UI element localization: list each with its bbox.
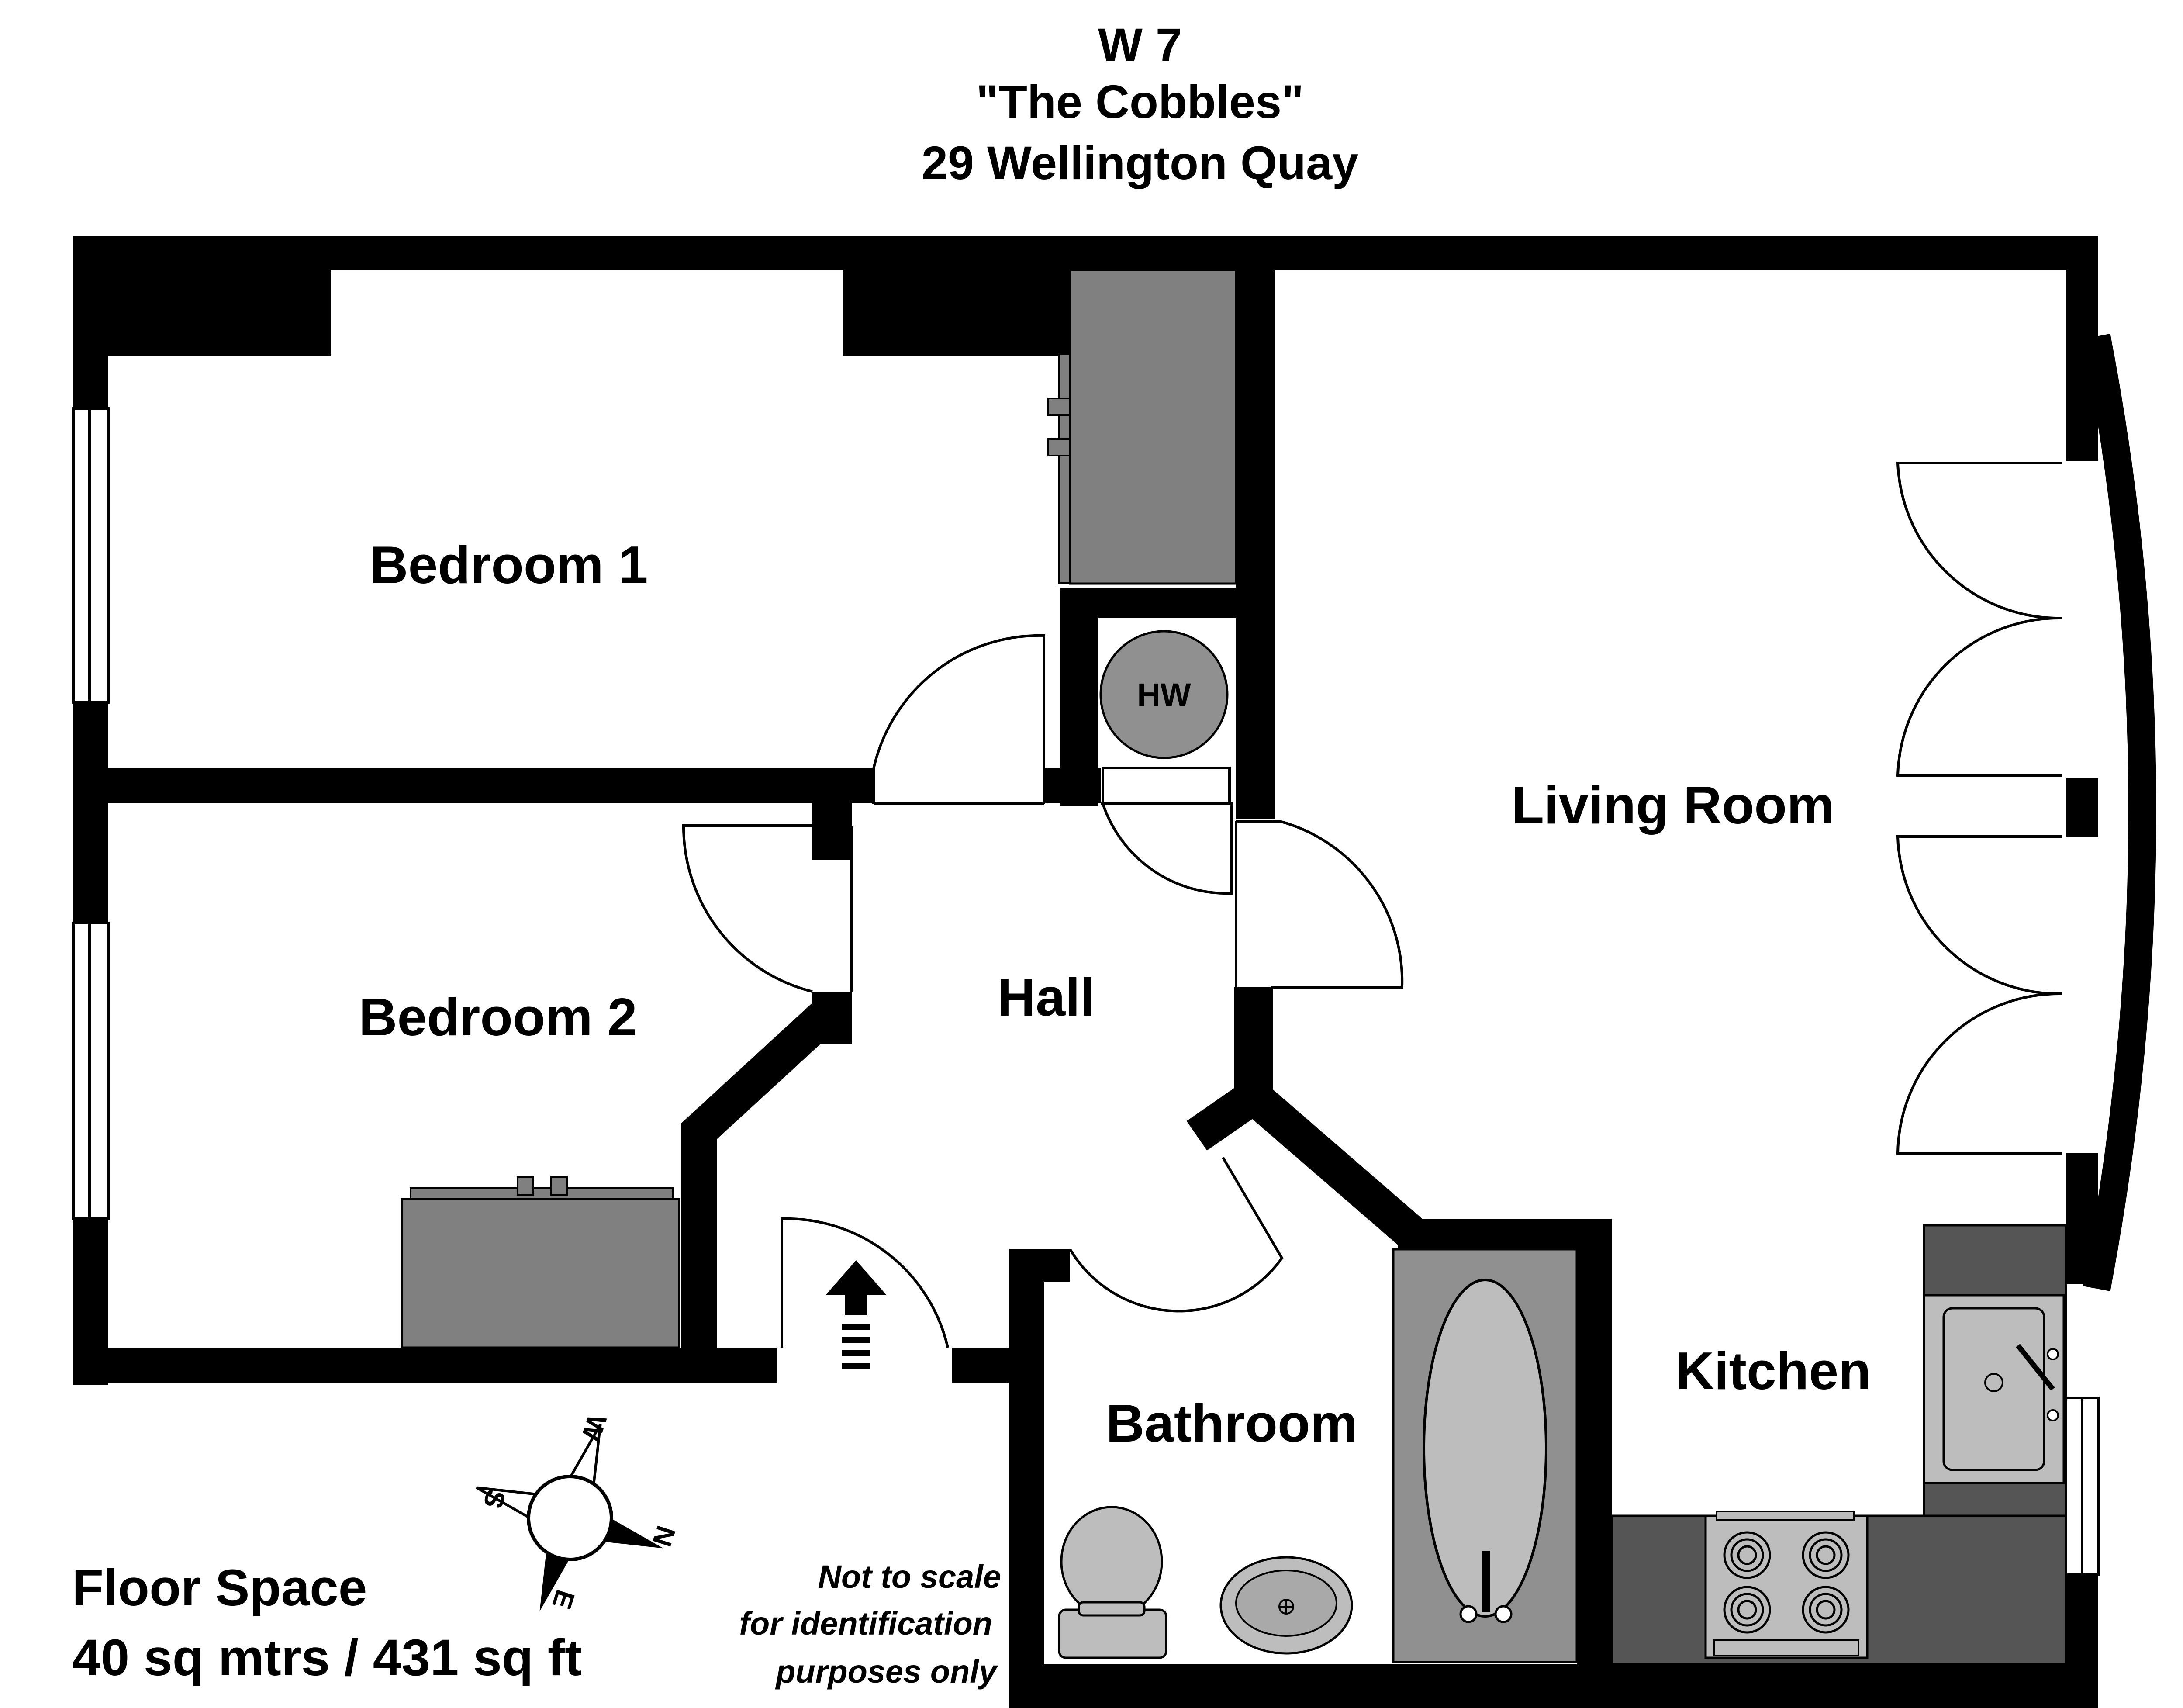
disclaimer-line1: Not to scale (818, 1559, 1001, 1595)
disclaimer-line2: for identification (739, 1605, 992, 1642)
building-name: "The Cobbles" (976, 75, 1304, 128)
floor-space-label: Floor Space (72, 1559, 367, 1617)
room-label-living: Living Room (1512, 775, 1834, 835)
room-label-bedroom2: Bedroom 2 (359, 987, 637, 1047)
wash-basin (1219, 1556, 1353, 1655)
svg-text:HW: HW (1137, 677, 1191, 713)
room-label-kitchen: Kitchen (1675, 1341, 1871, 1400)
hot-water-cylinder: HW (1098, 618, 1236, 768)
wardrobe-bedroom2 (401, 1176, 680, 1349)
doors (682, 634, 1404, 1348)
svg-text:W: W (575, 1411, 612, 1445)
room-label-hall: Hall (997, 968, 1095, 1027)
entrance-arrow (826, 1260, 887, 1369)
diagonal-walls (681, 996, 1427, 1365)
wardrobe-bedroom1 (1047, 269, 1237, 585)
svg-text:E: E (546, 1586, 580, 1613)
bath-tub (1392, 1248, 1578, 1663)
french-doors (1896, 462, 2062, 1155)
walls (73, 236, 2098, 1708)
room-label-bathroom: Bathroom (1106, 1393, 1357, 1453)
windows (72, 407, 2100, 1576)
cooker-hob (1704, 1511, 1869, 1659)
toilet (1058, 1506, 1167, 1659)
address: 29 Wellington Quay (922, 136, 1358, 189)
unit-number: W 7 (1098, 18, 1182, 71)
compass-rose (476, 1424, 663, 1611)
curved-wall (2083, 333, 2156, 1291)
floor-space-value: 40 sq mtrs / 431 sq ft (72, 1629, 582, 1687)
kitchen-sink (1923, 1294, 2065, 1484)
disclaimer-line3: purposes only (775, 1653, 998, 1690)
room-label-bedroom1: Bedroom 1 (370, 535, 648, 595)
